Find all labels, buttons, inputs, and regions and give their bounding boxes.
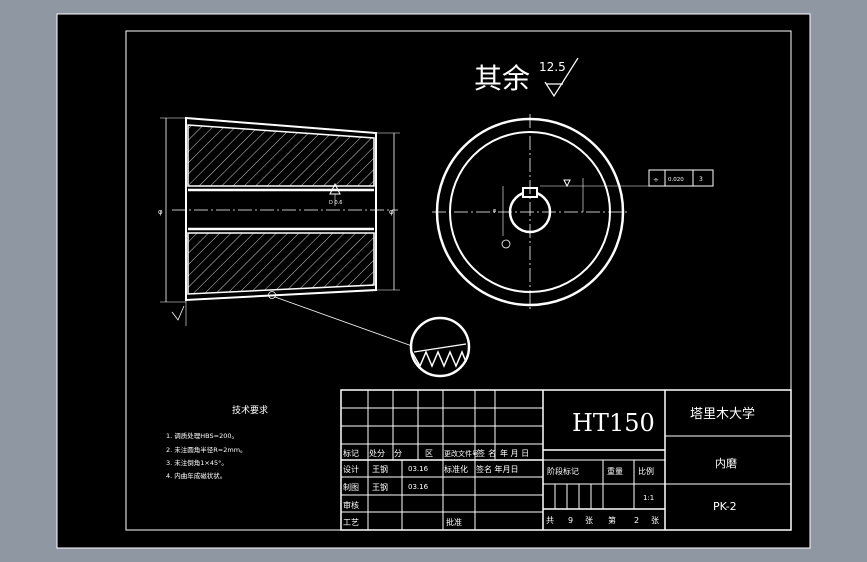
material-text: HT150 <box>572 409 655 437</box>
tb-row-draw-role: 制图 <box>343 482 359 492</box>
tb-header-area: 区 <box>425 449 433 458</box>
end-view <box>432 114 650 310</box>
tb-row-design-std: 标准化 <box>444 464 468 474</box>
tech-req-item-1: 1. 调质处理HBS=200。 <box>166 431 238 440</box>
left-dimension-text: φ <box>158 208 163 216</box>
tb-row-design-sign-date: 签名 年月日 <box>476 464 519 474</box>
tb-row-design-role: 设计 <box>343 464 359 474</box>
right-dimension-text: φ <box>389 208 394 216</box>
tb-row-draw-name: 王钢 <box>372 482 388 492</box>
scale-value: 1:1 <box>643 494 654 502</box>
datum-label: D 0.6 <box>329 200 342 206</box>
tb-row-design-date: 03.16 <box>408 465 429 473</box>
tb-row-design-name: 王钢 <box>372 464 388 474</box>
tb-header-mark: 标记 <box>343 448 359 458</box>
school-name: 塔里木大学 <box>690 406 755 422</box>
tb-header-change-doc: 更改文件号 <box>444 449 479 458</box>
tolerance-frame <box>648 169 714 187</box>
ratio-label: 比例 <box>638 466 654 476</box>
model-space <box>56 13 811 549</box>
roughness-value: 12.5 <box>539 60 566 74</box>
tb-row-review-role: 审核 <box>343 500 359 510</box>
weight-label: 重量 <box>607 466 623 476</box>
drawing-number: PK-2 <box>713 500 737 513</box>
tolerance-value: 0.020 <box>668 177 684 183</box>
sheets-total-label: 共 <box>546 516 554 525</box>
tech-req-item-4: 4. 内曲年成磁状状。 <box>166 471 226 480</box>
tb-row-process-role: 工艺 <box>343 518 359 527</box>
sheets-sheet: 2 <box>634 516 639 525</box>
sheets-total: 9 <box>568 516 573 525</box>
tech-req-heading: 技术要求 <box>232 404 268 416</box>
tb-header-date: 年 月 日 <box>500 448 529 458</box>
sheets-sheet-unit: 张 <box>651 516 659 525</box>
detail-view <box>409 316 471 378</box>
tb-row-draw-date: 03.16 <box>408 483 429 491</box>
tb-header-zone: 分 <box>394 449 402 458</box>
tb-header-name: 名 <box>488 448 496 458</box>
section-view <box>160 116 413 347</box>
tolerance-datum: 3 <box>699 176 703 183</box>
part-name: 内磨 <box>715 456 737 470</box>
roughness-label: 其余 <box>474 62 530 95</box>
bore-dimension-text: φ <box>493 208 497 214</box>
tech-req-item-2: 2. 未注圆角半径R=2mm。 <box>166 445 247 454</box>
tech-req-item-3: 3. 未注倒角1×45°。 <box>166 458 228 467</box>
tb-header-sign: 签 <box>477 448 485 458</box>
title-block-grid <box>340 389 792 531</box>
tb-header-qty: 处分 <box>369 448 385 458</box>
roughness-symbol <box>544 57 579 98</box>
tolerance-symbol: ÷ <box>653 176 659 184</box>
stage-mark-label: 阶段标记 <box>547 466 579 476</box>
sheets-total-unit: 张 <box>585 516 593 525</box>
sheets-sheet-label: 第 <box>608 515 616 525</box>
tb-row-approve: 批准 <box>446 517 462 527</box>
